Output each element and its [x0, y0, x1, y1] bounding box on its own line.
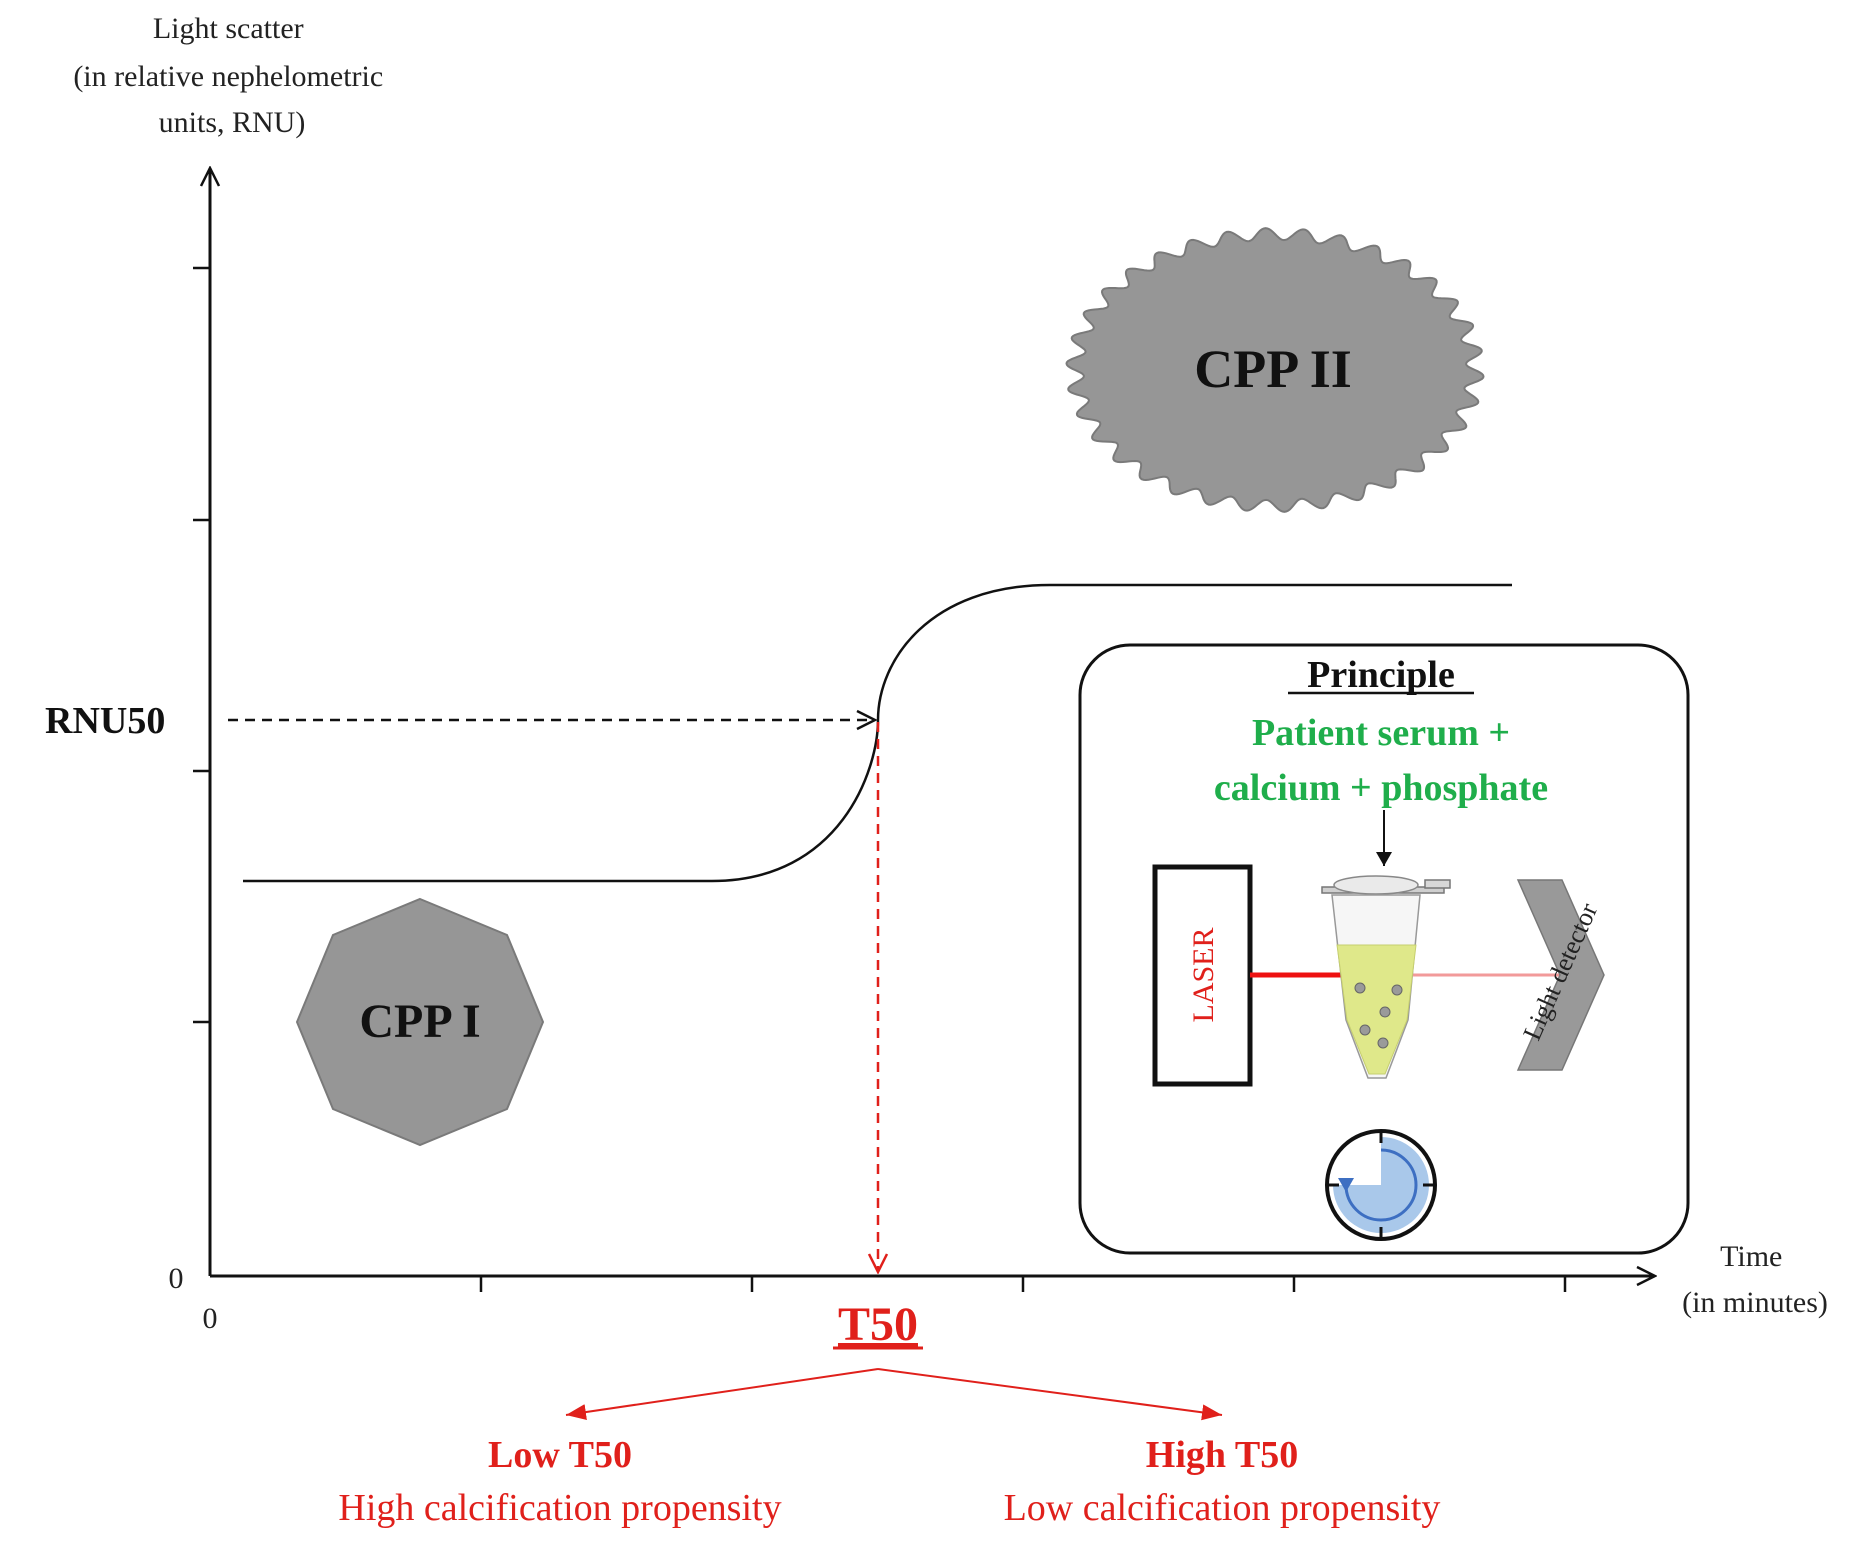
y-axis-label-line-2: (in relative nephelometric — [73, 60, 383, 93]
cpp1-shape — [295, 897, 545, 1147]
high-t50-description: Low calcification propensity — [1004, 1487, 1441, 1529]
laser-label: LASER — [1187, 927, 1220, 1022]
y-axis-zero-label: 0 — [169, 1262, 184, 1295]
clock-icon — [1325, 1129, 1437, 1241]
y-axis-label: Light scatter (in relative nephelometric… — [73, 12, 390, 139]
particle-dot — [1354, 982, 1366, 994]
particle-dot — [1377, 1037, 1389, 1049]
reagent-line-1: Patient serum + — [1252, 712, 1510, 754]
particle-dot — [1359, 1024, 1371, 1036]
y-axis-label-line-1: Light scatter — [153, 12, 304, 45]
sample-tube — [1321, 875, 1451, 1079]
reagent-line-2: calcium + phosphate — [1214, 767, 1548, 809]
laser-box — [1152, 864, 1253, 1087]
low-t50-title: Low T50 — [488, 1434, 632, 1476]
high-t50-title: High T50 — [1146, 1434, 1298, 1476]
particle-dot — [1391, 984, 1403, 996]
principle-title: Principle — [1307, 654, 1455, 696]
x-axis-zero-label: 0 — [203, 1302, 218, 1335]
cpp2-label: CPP II — [1194, 339, 1352, 399]
principle-panel: Principle Patient serum + calcium + phos… — [1078, 643, 1690, 1255]
high-t50-arrow — [877, 1368, 1223, 1421]
rnu50-label: RNU50 — [45, 700, 165, 742]
cpp1-label: CPP I — [359, 995, 480, 1048]
tube-tab — [1424, 879, 1451, 889]
x-axis-label-line-1: Time — [1720, 1240, 1782, 1273]
low-t50-arrow — [565, 1368, 879, 1420]
cpp2-particle: CPP II — [1065, 227, 1485, 513]
cpp2-shape — [1065, 227, 1485, 513]
t50-label: T50 — [838, 1298, 918, 1351]
light-detector-shape — [1516, 879, 1605, 1071]
tube-cap — [1333, 875, 1419, 895]
clock-arrow-head — [1338, 1178, 1354, 1192]
light-scatter-curve — [243, 583, 1512, 883]
low-t50-description: High calcification propensity — [338, 1487, 781, 1529]
cpp1-particle: CPP I — [295, 897, 545, 1147]
x-axis-label-line-2: (in minutes) — [1682, 1286, 1828, 1319]
particle-dot — [1379, 1006, 1391, 1018]
tube-liquid — [1336, 944, 1417, 1075]
y-axis-label-line-3: units, RNU) — [159, 106, 306, 139]
clock-arrow-arc — [1344, 1148, 1418, 1222]
x-axis-label: Time (in minutes) — [1682, 1240, 1828, 1319]
